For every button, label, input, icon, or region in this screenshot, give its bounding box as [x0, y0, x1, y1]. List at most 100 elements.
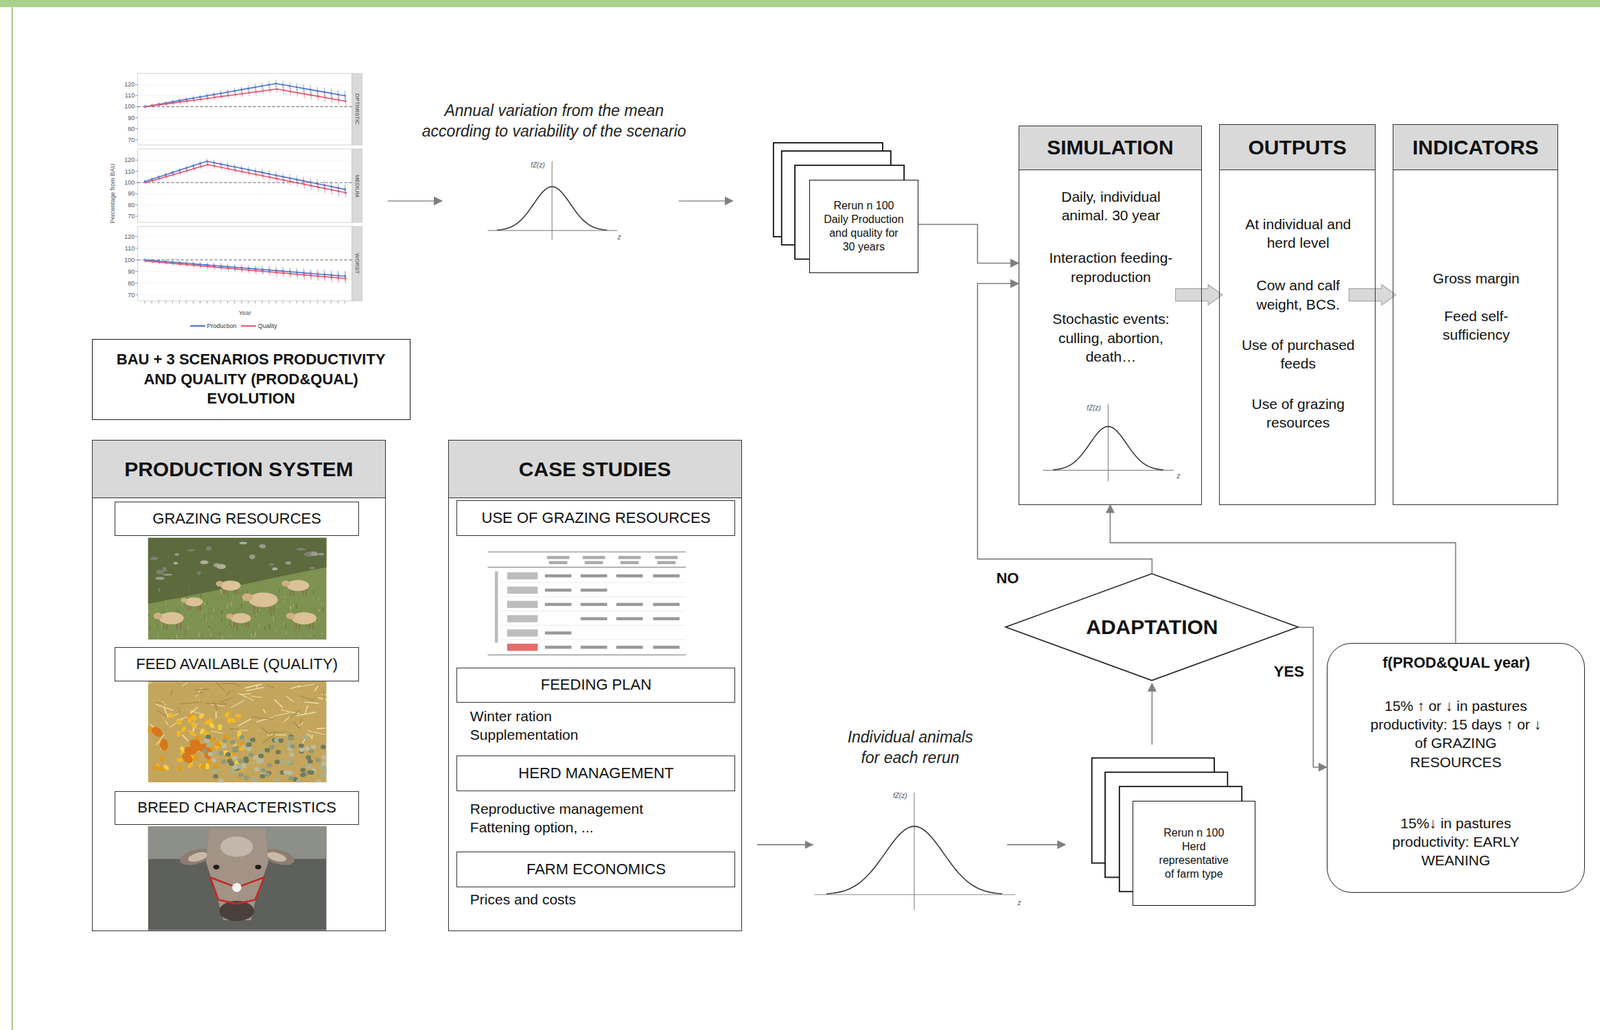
straw	[323, 691, 325, 702]
tick-mark	[135, 247, 138, 249]
pellet	[307, 759, 313, 764]
pellet	[232, 755, 238, 761]
grass	[205, 608, 206, 612]
table-cell	[545, 631, 572, 635]
grass	[256, 612, 258, 618]
grass	[154, 625, 156, 629]
pellet	[321, 761, 327, 767]
grain	[166, 712, 175, 720]
block-arrow	[1348, 284, 1396, 306]
tick-mark	[275, 301, 276, 305]
table-cell	[616, 617, 644, 620]
table-cell	[584, 561, 604, 565]
straw	[298, 700, 300, 706]
panel-strip	[352, 226, 363, 302]
axis-tick: 70	[127, 136, 135, 143]
grass	[312, 590, 315, 596]
tick-mark	[135, 106, 138, 108]
pellet	[260, 768, 267, 774]
table-cell	[652, 617, 680, 620]
feed-photo	[148, 681, 327, 783]
grass	[317, 597, 319, 603]
grass	[271, 608, 272, 611]
decision-diamond: ADAPTATION	[1004, 573, 1299, 682]
table-cell	[545, 574, 572, 578]
straw	[194, 689, 210, 690]
pellet	[299, 772, 306, 778]
pellet	[238, 772, 244, 778]
box-text: Daily, individual animal. 30 year	[1037, 187, 1186, 226]
table-cell	[654, 555, 678, 559]
rule-box: f(PROD&QUAL year)15% ↑ or ↓ in pastures …	[1326, 643, 1585, 894]
pellet	[269, 745, 275, 751]
grass	[299, 634, 302, 640]
axis-tick: 70	[127, 291, 135, 298]
connector	[1175, 284, 1223, 306]
pellet	[258, 758, 265, 764]
grass	[172, 625, 174, 629]
grain	[209, 737, 216, 742]
box-label: ADAPTATION	[1085, 615, 1218, 640]
straw	[190, 698, 193, 705]
bell-curve	[496, 186, 608, 230]
grass	[211, 588, 213, 593]
grass	[168, 590, 170, 595]
tick-mark	[135, 282, 138, 284]
pellet	[253, 755, 259, 761]
table-rule	[499, 625, 686, 626]
section-panel: CASE STUDIESWinter ration Supplementatio…	[448, 439, 742, 933]
rock	[216, 564, 226, 570]
cow-body	[220, 580, 241, 591]
box-text: Interaction feeding- reproduction	[1037, 248, 1186, 287]
axis-line	[913, 792, 915, 911]
axis-tick: 100	[124, 179, 135, 187]
grass	[176, 634, 178, 640]
grass	[272, 616, 274, 622]
normal-distribution	[488, 161, 618, 240]
pellet	[221, 738, 228, 744]
grass	[166, 608, 167, 611]
pellet	[218, 750, 224, 756]
grass	[205, 617, 207, 622]
pellet	[243, 775, 250, 781]
grass	[205, 602, 208, 605]
tick-mark	[165, 301, 167, 305]
normal-distribution	[814, 792, 1016, 911]
cow-head	[153, 612, 163, 620]
axis-line	[814, 894, 1016, 896]
table-rule	[488, 566, 686, 568]
pellet	[205, 743, 212, 749]
rock	[205, 546, 212, 552]
pellet	[229, 769, 236, 775]
grass	[277, 604, 280, 609]
straw	[323, 717, 327, 723]
box-label: GRAZING RESOURCES	[152, 509, 322, 528]
axis-tick: 80	[127, 280, 135, 287]
rock	[150, 557, 159, 561]
axis-tick: 120	[124, 233, 135, 240]
straw	[238, 693, 254, 701]
tick-mark	[289, 301, 291, 305]
caption-note: Annual variation from the mean according…	[416, 100, 692, 143]
grass	[246, 590, 248, 594]
grass	[208, 625, 211, 629]
grass	[204, 617, 206, 622]
table-cell	[507, 586, 539, 594]
pellet	[249, 737, 256, 743]
legend-line	[190, 325, 206, 327]
rock	[175, 553, 180, 556]
pellet	[288, 752, 295, 758]
grain	[234, 713, 242, 720]
axis-tick: 80	[127, 201, 135, 208]
grass	[253, 634, 256, 640]
baseline	[137, 259, 353, 261]
straw	[265, 685, 275, 688]
table-cell	[547, 555, 570, 559]
grass	[214, 636, 216, 640]
straw	[196, 698, 213, 701]
grass	[165, 599, 167, 605]
grass	[158, 588, 160, 593]
table-cell	[580, 617, 608, 620]
chart-panel	[137, 73, 353, 145]
grain	[223, 711, 231, 719]
